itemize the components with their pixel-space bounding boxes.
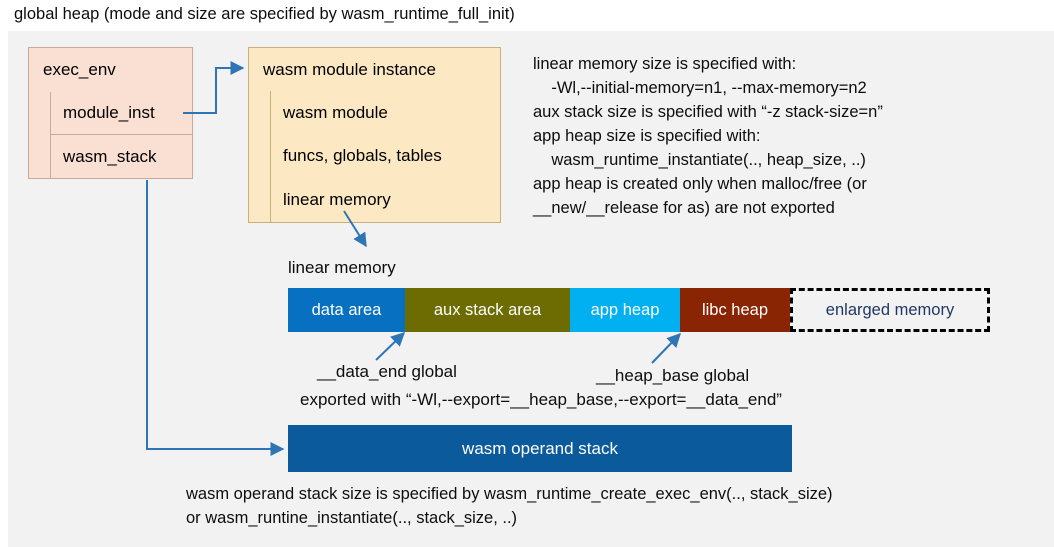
segment-data-area: data area bbox=[288, 288, 405, 332]
memory-config-note: linear memory size is specified with: -W… bbox=[533, 55, 883, 217]
segment-app-heap: app heap bbox=[570, 288, 680, 332]
annotation-exported-with: exported with “-Wl,--export=__heap_base,… bbox=[300, 390, 782, 409]
module-instance-row-linear-memory: linear memory bbox=[270, 178, 501, 223]
wasm-operand-stack-label: wasm operand stack bbox=[462, 438, 618, 458]
exec-env-row-module-inst: module_inst bbox=[50, 92, 193, 135]
annotation-heap-base: __heap_base global bbox=[596, 366, 750, 385]
page-title: global heap (mode and size are specified… bbox=[14, 5, 515, 23]
module-instance-title: wasm module instance bbox=[249, 48, 500, 92]
linear-memory-strip-label: linear memory bbox=[288, 258, 396, 277]
segment-aux-stack-area: aux stack area bbox=[405, 288, 570, 332]
module-instance-row-wasm-module: wasm module bbox=[270, 91, 501, 135]
wasm-operand-stack-box: wasm operand stack bbox=[288, 425, 792, 472]
module-instance-row-funcs-globals-tables: funcs, globals, tables bbox=[270, 134, 501, 179]
operand-stack-config-note: wasm operand stack size is specified by … bbox=[186, 485, 833, 527]
annotation-data-end: __data_end global bbox=[317, 362, 457, 381]
linear-memory-strip: data area aux stack area app heap libc h… bbox=[288, 288, 990, 332]
exec-env-row-wasm-stack: wasm_stack bbox=[50, 135, 193, 179]
segment-libc-heap: libc heap bbox=[680, 288, 790, 332]
exec-env-title: exec_env bbox=[29, 48, 192, 92]
segment-enlarged-memory: enlarged memory bbox=[790, 288, 990, 332]
